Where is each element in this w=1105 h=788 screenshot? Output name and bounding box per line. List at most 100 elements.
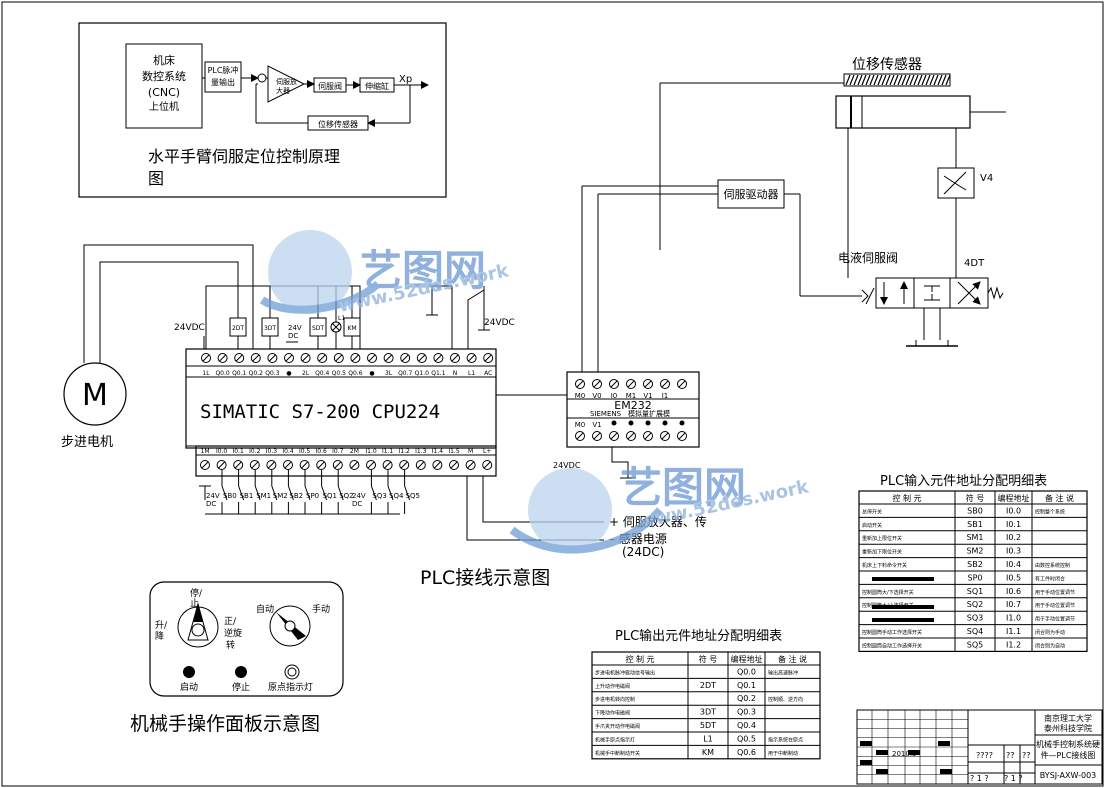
table-cell: 闭合则为手动: [1035, 629, 1065, 636]
terminal-bottom-label: I1.1: [382, 448, 393, 455]
table-cell: 有工件时闭合: [1035, 575, 1065, 582]
terminal-bottom-label: I1.0: [365, 448, 376, 455]
table-cell: I1.1: [1006, 627, 1021, 636]
table-cell: 3DT: [700, 708, 716, 717]
cnc-label-4: 上位机: [149, 100, 179, 113]
terminal-bottom-label: 1M: [201, 448, 210, 455]
terminal-bottom-label: I0.4: [282, 448, 293, 455]
switch-label: SQ1: [323, 492, 337, 500]
start-button-icon: [183, 666, 195, 678]
switch-label: SQ5: [406, 492, 420, 500]
em232-top-label: V0: [592, 392, 601, 400]
em232-brand: SIEMENS: [590, 410, 622, 418]
table-cell: 控制圆筒手动工作选择开关: [862, 629, 922, 636]
q-label-1: ????: [976, 751, 993, 760]
watermark-brand-2: 艺图网: [620, 463, 746, 512]
switch-lift-label: 升/: [155, 620, 168, 631]
terminal-bottom-label: 2M: [350, 448, 359, 455]
em232-label: EM232: [614, 399, 651, 412]
watermark-brand-1: 艺图网: [360, 246, 486, 295]
terminal-bottom-label: I0.5: [299, 448, 310, 455]
terminal-top-label: 3L: [385, 370, 393, 377]
table-cell: SQ4: [967, 627, 983, 636]
terminal-bottom-label: I0.2: [249, 448, 260, 455]
table-cell: Q0.1: [737, 681, 756, 690]
table-cell: 总停开关: [862, 508, 882, 515]
table-cell: SQ3: [967, 614, 983, 623]
amplifier-label-2: 大器: [276, 86, 290, 95]
table-cell: Q0.3: [737, 708, 756, 717]
dc24-left-2: DC: [288, 332, 298, 340]
table-cell: 上升动作电磁阀: [595, 683, 630, 690]
terminal-top-label: N: [453, 370, 458, 377]
switch-label: SM2: [273, 492, 288, 500]
terminal-top-label: 2L: [302, 370, 310, 377]
table-header-cell: 符 号: [699, 654, 718, 664]
table-cell: 机床上下料命令开关: [862, 562, 907, 569]
table-cell: SM2: [966, 547, 983, 556]
stop-button-icon: [235, 666, 247, 678]
dc24-label-b: 24VDC: [484, 318, 515, 328]
switch-label: SB2: [289, 492, 303, 500]
table-cell: 指示系统在原点: [768, 736, 803, 743]
terminal-top-label: Q0.4: [315, 370, 329, 377]
plc-model-label: SIMATIC S7-200 CPU224: [200, 401, 440, 423]
terminal-bottom-label: L+: [483, 448, 491, 455]
table-cell: 重新加上限位开关: [862, 535, 902, 542]
table-cell: Q0.2: [737, 694, 756, 703]
hydraulic-circuit: 位移传感器 V4 伺服驱动器 电液伺服阀 4DT: [581, 56, 1006, 372]
terminal-top-label: ●: [286, 370, 291, 377]
switch-stop-label: 停/: [190, 587, 203, 599]
servo-principle-block: 机床 数控系统 (CNC) 上位机 PLC脉冲 量输出 伺服放 大器 伺服阀 伸…: [78, 22, 447, 198]
terminal-top-label: Q0.1: [232, 370, 246, 377]
manual-label: 手动: [312, 603, 330, 615]
table-cell: SB1: [967, 520, 983, 529]
table-cell: 输出高速脉冲: [768, 669, 798, 676]
table-header-cell: 编程地址: [731, 654, 763, 664]
table-header-cell: 备 注 说: [1045, 493, 1074, 503]
drawing-name-1: 机械手控制系统硬: [1036, 739, 1100, 749]
switch-lower-label: 降: [155, 630, 164, 642]
table-cell: I1.0: [1006, 614, 1021, 623]
terminal-bottom-label: I0.1: [233, 448, 244, 455]
table-cell: SQ2: [967, 600, 983, 609]
table-cell: 机械手中断制动开关: [595, 750, 640, 757]
terminal-top-label: ●: [369, 370, 374, 377]
table-cell: 控制整个系统: [1035, 508, 1065, 515]
table-cell: 下降动作电磁阀: [595, 710, 630, 717]
watermark-1: 艺图网 www.52des.work: [259, 230, 511, 317]
table-cell: 手爪夹开动作电磁阀: [595, 723, 640, 730]
cnc-label-2: 数控系统: [142, 69, 186, 83]
drawing-code: BYSJ-AXW-003: [1040, 771, 1097, 780]
dc24-bottom-3: 24V: [352, 492, 366, 500]
table-header-cell: 备 注 说: [778, 654, 807, 664]
table-cell: SB0: [967, 506, 983, 515]
terminal-bottom-label: I0.7: [332, 448, 343, 455]
drawing-name-2: 件—PLC接线图: [1041, 750, 1096, 760]
table-cell: SQ1: [967, 587, 983, 596]
switch-label: SQ2: [339, 492, 353, 500]
cnc-label-1: 机床: [153, 53, 175, 67]
table-cell: SM1: [966, 533, 983, 542]
operation-panel: 升/ 降 停/ 止 正/ 逆旋 转 自动 手动 启动 停止 原点指示灯 机械手操…: [130, 581, 344, 735]
cnc-label-3: (CNC): [148, 86, 180, 99]
table-cell: Q0.6: [737, 748, 756, 757]
terminal-bottom-label: I1.3: [415, 448, 426, 455]
lamp-label: L1: [338, 315, 345, 322]
stepper-motor-icon: [63, 362, 127, 426]
terminal-bottom-label: I1.2: [399, 448, 410, 455]
table-cell: 用于中断制动: [768, 750, 798, 757]
relay-coil-label: 3DT: [264, 325, 276, 332]
dc24-bottom-1: 24V: [206, 492, 220, 500]
switch-rotate-label: 转: [226, 639, 235, 651]
q-label-2: ??: [1006, 751, 1015, 760]
principle-title-cont: 图: [148, 169, 164, 188]
em232-bottom-label: V1: [592, 421, 601, 429]
table-cell: 机械手原点指示灯: [595, 736, 635, 743]
table-header-cell: 符 号: [966, 493, 985, 503]
switch-label: SB1: [240, 492, 254, 500]
terminal-bottom-label: M: [468, 448, 473, 455]
table-cell: 步进电机脉冲驱动信号输出: [595, 669, 655, 676]
